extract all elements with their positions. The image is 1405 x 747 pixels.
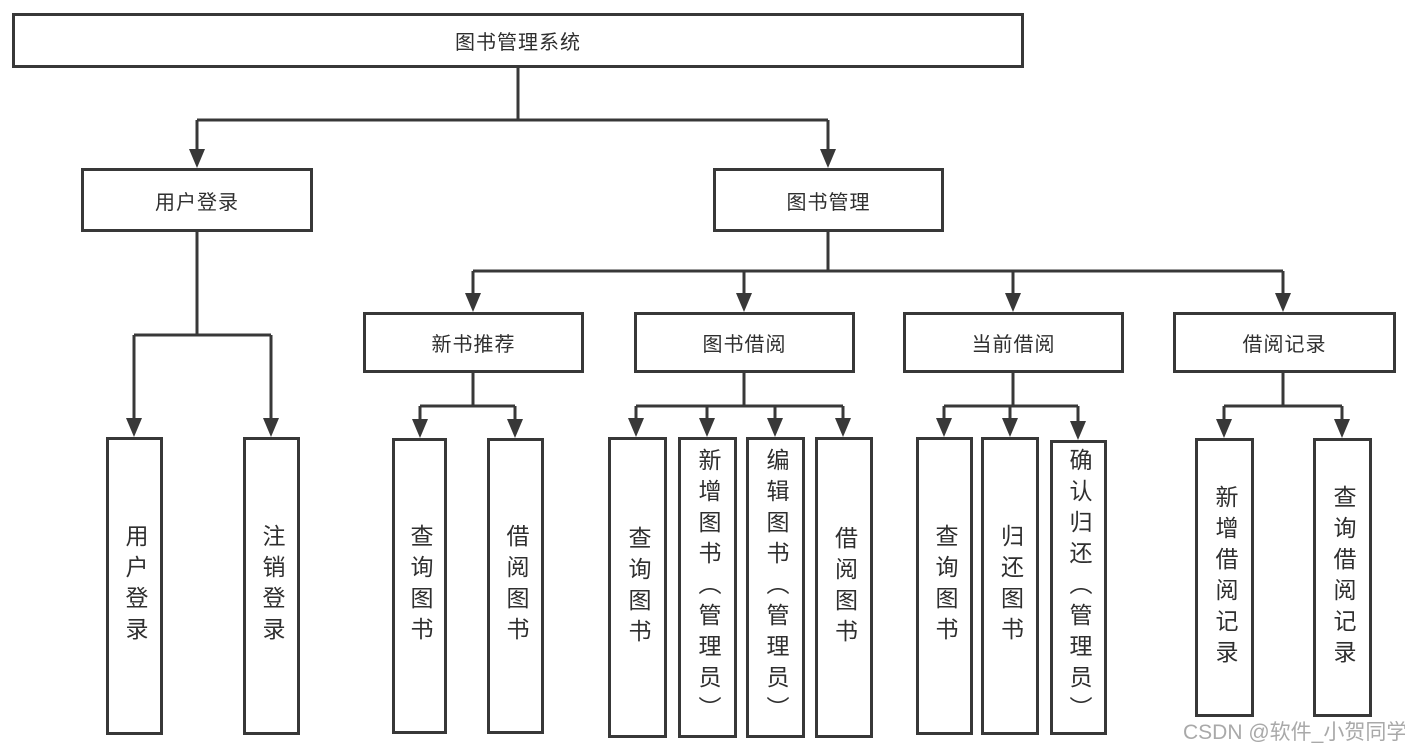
leaf-query-books-recommend: 查询图书 (392, 438, 447, 734)
leaf-confirm-return-admin: 确认归还（管理员） (1050, 440, 1107, 735)
node-current-borrowing: 当前借阅 (903, 312, 1124, 373)
leaf-borrow-books: 借阅图书 (815, 437, 873, 738)
leaf-logout: 注销登录 (243, 437, 300, 735)
node-book-borrowing: 图书借阅 (634, 312, 855, 373)
leaf-query-books-current: 查询图书 (916, 437, 973, 735)
node-user-login: 用户登录 (81, 168, 313, 232)
leaf-query-books-borrowing: 查询图书 (608, 437, 667, 738)
leaf-return-books: 归还图书 (981, 437, 1039, 735)
node-library-management-system: 图书管理系统 (12, 13, 1024, 68)
node-book-management: 图书管理 (713, 168, 944, 232)
leaf-add-books-admin: 新增图书（管理员） (678, 437, 737, 738)
leaf-user-login: 用户登录 (106, 437, 163, 735)
leaf-borrow-books-recommend: 借阅图书 (487, 438, 544, 734)
leaf-query-borrow-record: 查询借阅记录 (1313, 438, 1372, 717)
node-borrow-records: 借阅记录 (1173, 312, 1396, 373)
node-new-book-recommend: 新书推荐 (363, 312, 584, 373)
csdn-watermark: CSDN @软件_小贺同学 (1183, 721, 1405, 744)
leaf-edit-books-admin: 编辑图书（管理员） (746, 437, 805, 738)
leaf-add-borrow-record: 新增借阅记录 (1195, 438, 1254, 717)
